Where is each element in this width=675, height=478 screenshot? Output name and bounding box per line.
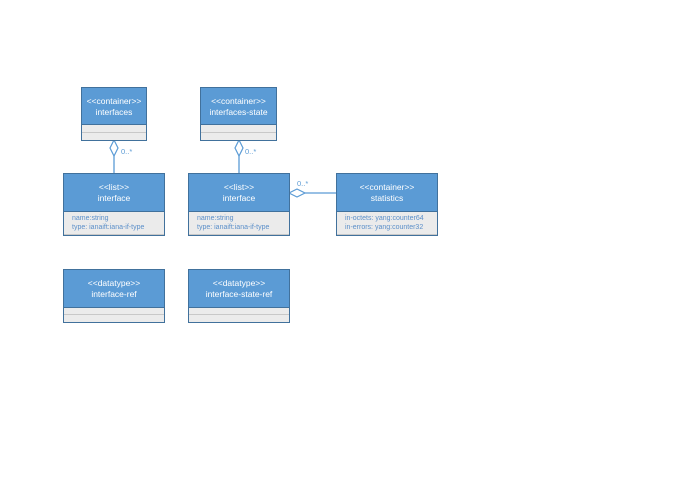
- class-name: interface-state-ref: [205, 289, 273, 299]
- class-stereotype: <<list>>: [98, 182, 130, 192]
- aggregation-interface-statistics: [287, 188, 336, 198]
- attribute-name: name:string: [72, 215, 109, 222]
- aggregation-diamond: [109, 138, 119, 158]
- class-name: interface-ref: [91, 289, 137, 299]
- class-attributes: [82, 125, 146, 133]
- aggregation-diamond: [287, 188, 307, 198]
- class-stereotype: <<container>>: [211, 96, 266, 106]
- class-operations: [64, 315, 164, 322]
- class-attributes: name:string type: ianaift:iana-if-type: [189, 212, 289, 235]
- class-header: <<list>> interface: [64, 174, 164, 212]
- class-interface: <<list>> interface name:string type: ian…: [188, 173, 290, 236]
- class-operations: [82, 133, 146, 140]
- class-operations: [201, 133, 276, 140]
- class-header: <<list>> interface: [189, 174, 289, 212]
- attribute-type: type: ianaift:iana-if-type: [197, 224, 270, 231]
- class-name: interfaces-state: [209, 107, 268, 117]
- aggregation-diamond: [234, 138, 244, 158]
- class-attributes: [189, 308, 289, 315]
- class-attributes: in-octets: yang:counter64 in-errors: yan…: [337, 212, 437, 235]
- multiplicity-label: 0..*: [245, 147, 257, 156]
- class-stereotype: <<container>>: [359, 182, 415, 192]
- attribute-type: type: ianaift:iana-if-type: [72, 224, 145, 231]
- class-name: statistics: [370, 193, 404, 203]
- class-stereotype: <<datatype>>: [212, 278, 266, 288]
- class-name: interface: [222, 193, 256, 203]
- attribute-in-octets: in-octets: yang:counter64: [345, 215, 424, 222]
- class-header: <<container>> interfaces-state: [201, 88, 276, 125]
- class-stereotype: <<datatype>>: [87, 278, 141, 288]
- class-attributes: name:string type: ianaift:iana-if-type: [64, 212, 164, 235]
- attribute-name: name:string: [197, 215, 234, 222]
- class-name: interface: [97, 193, 131, 203]
- class-interface-ref: <<datatype>> interface-ref: [63, 269, 165, 323]
- aggregation-interfaces-state-interface: [234, 138, 244, 174]
- class-stereotype: <<list>>: [223, 182, 255, 192]
- class-header: <<datatype>> interface-state-ref: [189, 270, 289, 308]
- class-interface-state-ref: <<datatype>> interface-state-ref: [188, 269, 290, 323]
- class-interfaces: <<container>> interfaces: [81, 87, 147, 141]
- class-name: interfaces: [95, 107, 133, 117]
- class-interface: <<list>> interface name:string type: ian…: [63, 173, 165, 236]
- class-operations: [189, 315, 289, 322]
- aggregation-interfaces-interface: [109, 138, 119, 174]
- attribute-in-errors: in-errors: yang:counter32: [345, 224, 424, 231]
- class-statistics: <<container>> statistics in-octets: yang…: [336, 173, 438, 236]
- class-interfaces-state: <<container>> interfaces-state: [200, 87, 277, 141]
- class-attributes: [64, 308, 164, 315]
- class-header: <<container>> statistics: [337, 174, 437, 212]
- class-header: <<datatype>> interface-ref: [64, 270, 164, 308]
- class-attributes: [201, 125, 276, 133]
- class-header: <<container>> interfaces: [82, 88, 146, 125]
- multiplicity-label: 0..*: [297, 179, 309, 188]
- class-stereotype: <<container>>: [86, 96, 142, 106]
- multiplicity-label: 0..*: [121, 147, 133, 156]
